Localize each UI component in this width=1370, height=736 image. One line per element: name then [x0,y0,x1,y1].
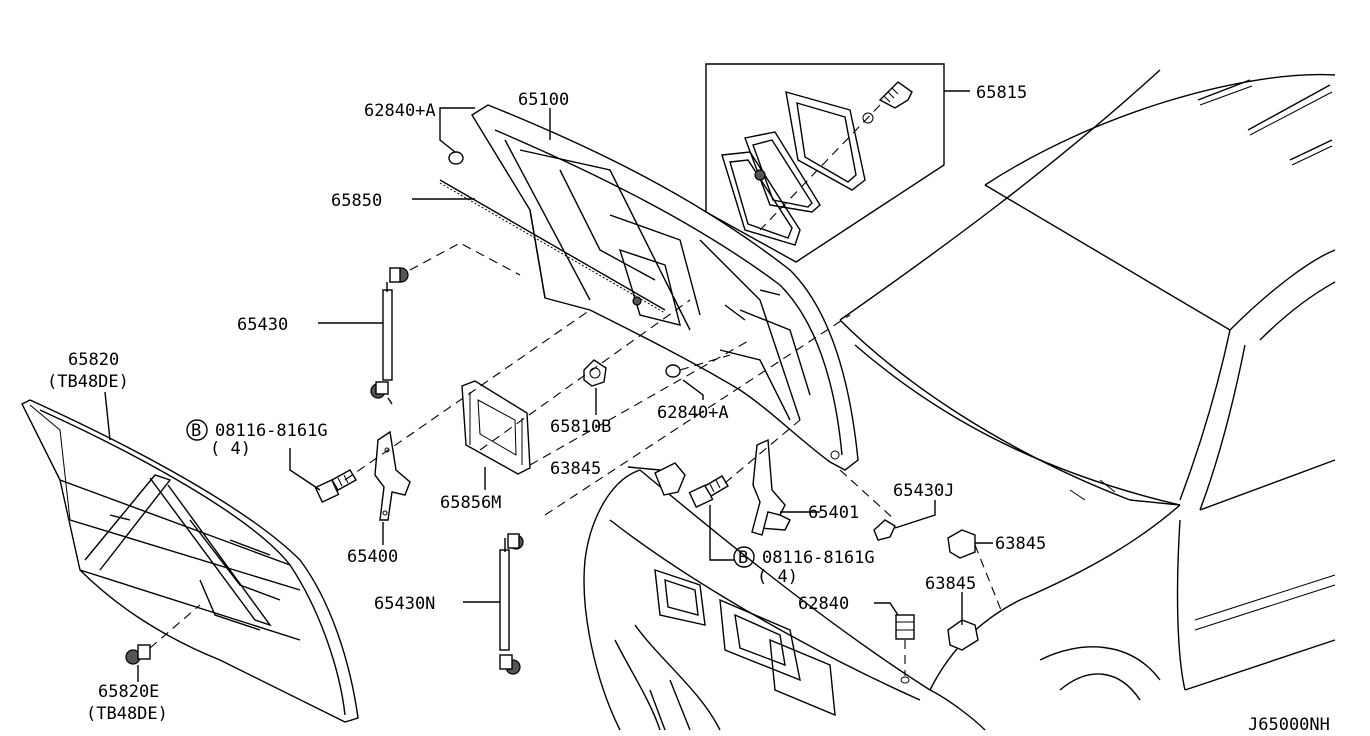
hinge-plate-65856m [461,380,531,475]
label-65856m: 65856M [440,493,501,513]
label-65430n: 65430N [374,594,435,614]
label-65401: 65401 [808,503,859,523]
gas-stay-65430 [370,242,521,405]
cushion-63845-mid [654,462,686,496]
assembly-lines [149,299,1004,676]
label-65820e: 65820E [98,682,159,702]
hood-insulator [21,399,359,723]
label-65100: 65100 [518,90,569,110]
bolt-08116-left [314,469,357,503]
bumper-62840 [895,614,915,684]
hinge-65401 [751,438,786,536]
label-62840a-top: 62840+A [364,101,436,121]
label-63845-mid: 63845 [550,459,601,479]
clip-65820e [125,644,151,665]
hinge-65400 [374,430,411,521]
label-63845-low: 63845 [925,574,976,594]
bolt-marker-left: B [191,421,201,441]
label-08116-left-qty: ( 4) [210,439,251,459]
inset-box-65815 [705,63,970,263]
bumper-62840a-top [448,151,464,165]
label-08116-right: 08116-8161G [762,548,875,568]
cushion-63845-right [947,529,976,559]
label-08116-right-qty: ( 4) [757,567,798,587]
bumper-62840a-mid [665,364,681,378]
gas-stay-65430n [499,533,524,675]
label-08116-left: 08116-8161G [215,421,328,441]
clip-65810b [583,359,607,387]
label-65810b: 65810B [550,417,611,437]
diagram-id: J65000NH [1248,715,1330,735]
stay-bracket-65430j [873,519,896,541]
bolt-marker-right: B [738,548,748,568]
label-65820: 65820 [68,350,119,370]
label-65815: 65815 [976,83,1027,103]
label-62840a-mid: 62840+A [657,403,729,423]
label-65820-variant: (TB48DE) [47,372,129,392]
label-65400: 65400 [347,547,398,567]
label-65850: 65850 [331,191,382,211]
hood-panel [439,104,859,471]
label-63845-right: 63845 [995,534,1046,554]
label-65430: 65430 [237,315,288,335]
cushion-63845-low [947,619,979,651]
label-65820e-variant: (TB48DE) [86,704,168,724]
bolt-marker-right-icon [733,546,755,568]
label-65430j: 65430J [893,481,954,501]
bolt-08116-right [688,475,729,508]
label-62840: 62840 [798,594,849,614]
leader-lines [104,107,993,682]
bolt-marker-left-icon [186,419,208,441]
